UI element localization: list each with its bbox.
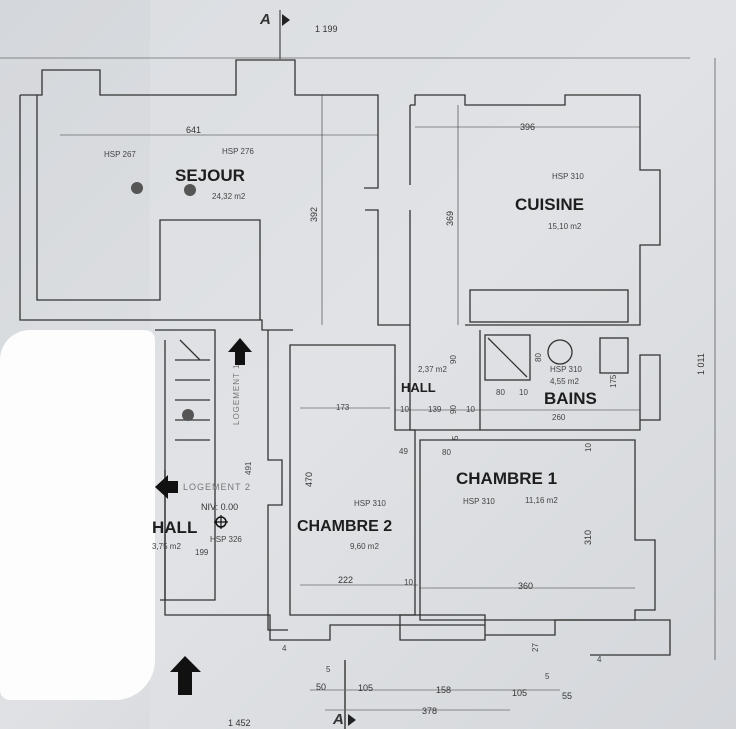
room-hall-level: NIV: 0.00	[201, 502, 239, 512]
overall-dim-bottom: 1 452	[228, 718, 251, 728]
dim-chambre2-10: 10	[404, 578, 413, 587]
dim-bains-80a: 80	[534, 353, 543, 362]
dim-hall-10a: 10	[400, 405, 409, 414]
room-sejour-hsp: HSP 276	[222, 147, 254, 156]
small-dim-5b: 5	[545, 672, 550, 681]
room-bains-hsp: HSP 310	[550, 365, 582, 374]
dim-hall-199: 199	[195, 548, 209, 557]
dim-chambre2-470: 470	[304, 471, 314, 487]
room-chambre1-area: 11,16 m2	[525, 496, 558, 505]
room-cuisine-hsp: HSP 310	[552, 172, 584, 181]
room-cuisine-area: 15,10 m2	[548, 222, 582, 231]
room-chambre2-area: 9,60 m2	[350, 542, 379, 551]
dim-hall-139: 139	[428, 405, 442, 414]
dim-bains-10: 10	[519, 388, 528, 397]
bottom-dim-5: 55	[562, 691, 573, 701]
room-chambre2-hsp: HSP 310	[354, 499, 386, 508]
room-bains-area: 4,55 m2	[550, 377, 579, 386]
dim-chambre1-49: 49	[399, 447, 408, 456]
overall-dim-right: 1 011	[696, 353, 706, 375]
dim-hall-10b: 10	[466, 405, 475, 414]
overall-dim-top: 1 199	[315, 24, 338, 34]
room-cuisine-name: CUISINE	[515, 195, 584, 214]
room-sejour-area: 24,32 m2	[212, 192, 246, 201]
small-dim-4b: 4	[597, 655, 602, 664]
dim-chambre1-360: 360	[518, 581, 534, 591]
bottom-dim-1: 50	[316, 682, 327, 692]
room-hall-hsp: HSP 326	[210, 535, 242, 544]
bottom-dim-3: 158	[436, 685, 452, 695]
redaction-blot	[0, 330, 155, 700]
room-sejour-name: SEJOUR	[175, 166, 245, 185]
bottom-dim-4: 105	[512, 688, 528, 698]
room-hall-area: 3,75 m2	[152, 542, 181, 551]
room-cuisine-width: 396	[520, 122, 536, 132]
room-sejour-width: 641	[186, 125, 202, 135]
dim-hall-90b: 90	[449, 405, 458, 414]
dim-hall-90a: 90	[449, 355, 458, 364]
small-dim-4a: 4	[282, 644, 287, 653]
room-sejour-depth: 392	[309, 206, 319, 222]
room-hall-top-area: 2,37 m2	[418, 365, 447, 374]
room-chambre1-hsp: HSP 310	[463, 497, 495, 506]
dim-bains-260: 260	[552, 413, 566, 422]
dim-chambre1-310: 310	[583, 529, 593, 545]
bottom-dim-total: 378	[422, 706, 438, 716]
small-dim-5a: 5	[326, 665, 331, 674]
dim-hall-491: 491	[244, 461, 253, 475]
dim-bains-80b: 80	[496, 388, 505, 397]
dim-chambre1-10: 10	[584, 443, 593, 452]
room-cuisine-depth: 369	[445, 210, 455, 226]
label-logement1: LOGEMENT 1	[232, 363, 241, 425]
room-chambre1-name: CHAMBRE 1	[456, 469, 558, 488]
label-logement2: LOGEMENT 2	[183, 482, 251, 492]
room-chambre2-name: CHAMBRE 2	[297, 518, 393, 535]
dim-chambre2-222: 222	[338, 575, 354, 585]
dim-chambre1-5: 5	[451, 435, 460, 440]
room-bains-name: BAINS	[544, 389, 597, 408]
section-marker-bottom: A	[333, 711, 344, 728]
room-sejour-hsp-left: HSP 267	[104, 150, 136, 159]
dim-chambre2-173: 173	[336, 403, 350, 412]
dim-chambre1-80: 80	[442, 448, 451, 457]
dim-bains-175: 175	[609, 374, 618, 388]
small-dim-27: 27	[531, 643, 540, 652]
room-hall-name: HALL	[152, 518, 198, 537]
room-hall-top-name: HALL	[401, 380, 436, 395]
bottom-dim-2: 105	[358, 683, 374, 693]
section-marker-top: A	[260, 11, 271, 28]
